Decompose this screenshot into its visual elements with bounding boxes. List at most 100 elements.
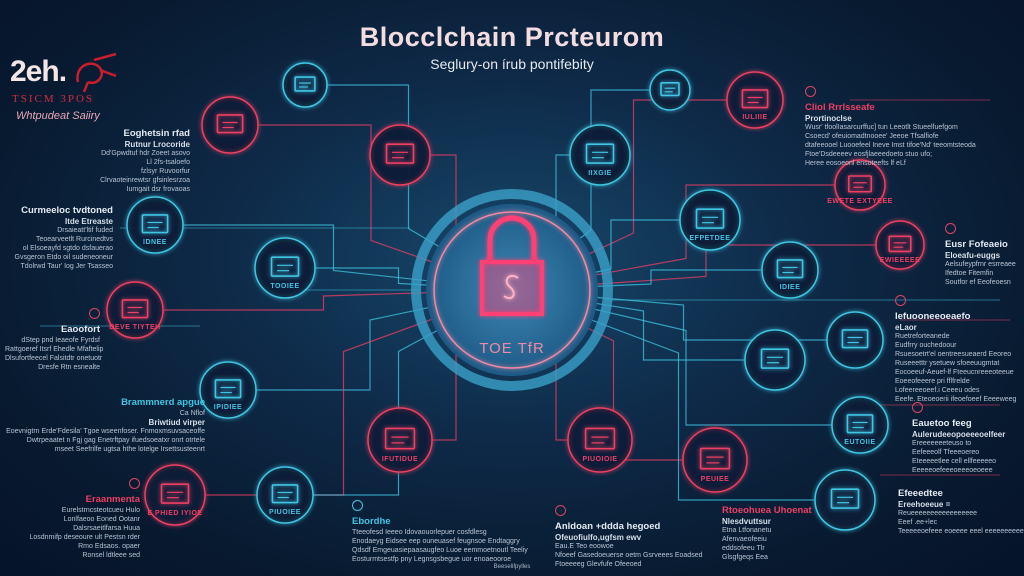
- node-label: IIXGIE: [588, 170, 612, 177]
- text-block-line: Wusr' tfoolIasarcurffuc] tun Leeotlt Stu…: [805, 124, 958, 131]
- text-block-subtitle: eLaor: [895, 323, 917, 332]
- connector-line: [511, 289, 860, 426]
- text-block-line: Drsaieatt'ltif fuded: [57, 227, 113, 234]
- text-block-line: Soutfor ef Eeofeoesn: [945, 279, 1011, 286]
- screen-icon: [294, 76, 316, 92]
- text-block-line: Etna Ltfonanetu: [722, 527, 772, 534]
- text-block-line: Dresfe Rtn esnealte: [38, 364, 100, 371]
- node-screen[interactable]: [744, 329, 806, 391]
- node-monitor[interactable]: [201, 96, 259, 154]
- logo-swirl-icon: [76, 52, 117, 92]
- node-label: E PHIED IYIOE: [147, 510, 203, 517]
- padlock-icon: [480, 215, 544, 316]
- text-block-line: Eeef .ee+lec: [898, 519, 938, 526]
- node-tablet[interactable]: [831, 396, 889, 454]
- bullet-icon: [555, 505, 566, 516]
- node-building[interactable]: [826, 311, 884, 369]
- monitor-icon: [216, 114, 244, 134]
- text-block-line: Tteeofesd Ieeeo Idovaouorlepuer cosfdles…: [352, 529, 487, 536]
- chart-icon: [141, 214, 169, 234]
- text-block-subtitle: Eloeafu-euggs: [945, 251, 1001, 260]
- node-monitor[interactable]: [649, 69, 691, 111]
- node-lock[interactable]: [369, 124, 431, 186]
- text-block-line: Iumgait dsr frovaoas: [126, 186, 190, 193]
- text-block-subtitle: Aulerudeeopoeeeoelfeer: [912, 430, 1006, 439]
- text-block-line: Eoevnigtrn Erde'Fdesila' Tgoe wseenfoser…: [6, 428, 205, 435]
- text-block-line: Ftoe'Dsdeeeev eosfjlaeeedoeto stuo ufo;: [805, 151, 933, 158]
- text-block-line: Ruseeetttr ysetuew sfoeeuugmtat: [895, 360, 1000, 367]
- text-block-line: mseet Seefrilfe ugtsa hthe lotelge Irset…: [54, 446, 205, 453]
- hand-icon: [384, 427, 416, 450]
- lock-icon: [385, 143, 415, 164]
- node-hand[interactable]: [367, 407, 433, 473]
- text-block-subtitle: Nlesdvuttsur: [722, 517, 771, 526]
- page-subtitle: Seglury-on írub pontifebity: [430, 56, 594, 72]
- node-label: TOOIEE: [270, 283, 300, 290]
- node-label: EFPETDEE: [689, 235, 731, 242]
- bullet-icon: [805, 86, 816, 97]
- node-document[interactable]: [875, 220, 925, 270]
- book-icon: [270, 256, 300, 277]
- text-block-line: Csoecd' ofeuiomadtnooee' Jeeoe Tfsalfiof…: [805, 133, 939, 140]
- text-block-line: Heree eosoeonl ensoteefts lf eLf: [805, 160, 906, 167]
- text-block-title: Iefuooneeoeaefo: [895, 311, 971, 322]
- node-book[interactable]: [254, 237, 316, 299]
- window-icon: [121, 299, 149, 319]
- node-terminal[interactable]: [567, 407, 633, 473]
- node-label: EWIEEEEE: [879, 257, 921, 264]
- footer-text: Beeselifpylles: [493, 564, 531, 570]
- node-pen[interactable]: [679, 189, 741, 251]
- text-block-title: Eauetoo feeg: [912, 418, 972, 429]
- text-block-line: Aelsufeypfrnr esrreaee: [945, 261, 1016, 268]
- node-label: EWETE EXTYEEE: [827, 197, 893, 205]
- text-block-line: Tdolrwd Taur' Iog Jer Tsasseo: [20, 263, 113, 270]
- node-ear[interactable]: [144, 464, 206, 526]
- text-block-line: Ifedtoe Fitemfin: [945, 270, 994, 277]
- text-block-line: Teoearveetlt Rurcinedtvs: [35, 236, 113, 243]
- node-certificate[interactable]: [726, 71, 784, 129]
- text-block-title: Efeeedtee: [898, 488, 943, 499]
- text-block-title: Eusr Fofeaeio: [945, 239, 1008, 250]
- text-block-subtitle: Ereehoeeue =: [898, 500, 951, 509]
- document-icon: [888, 235, 912, 253]
- text-block-line: Qdsdf Emgeuasiepaasaugfeo Luoe eemmoetno…: [352, 547, 528, 554]
- node-screen[interactable]: [282, 62, 328, 108]
- shield-icon: [585, 143, 615, 164]
- text-block-line: Ruetreforteanede: [895, 333, 950, 340]
- bullet-icon: [129, 478, 140, 489]
- text-block-line: Nfoeef Gasedoeuerse oetm Gsrveees Eoadse…: [555, 552, 703, 559]
- node-window[interactable]: [106, 281, 164, 339]
- node-database[interactable]: [834, 159, 886, 211]
- text-block-line: Eosturmtsestfp pny Legnsgsbegue uor enoa…: [352, 556, 512, 563]
- text-block-line: Losdnmifp deseoure ult Pestsn rder: [29, 534, 140, 541]
- text-block-title: Eraanmenta: [85, 494, 140, 505]
- node-label: IFUTIDUE: [381, 456, 419, 463]
- node-label: DEVE TIYTEH: [109, 324, 161, 331]
- node-label: IDIEE: [779, 284, 801, 291]
- node-play[interactable]: [761, 241, 819, 299]
- text-block-line: Eocoeeuf-Aeuef-lf Fteeucnreeeoteeue: [895, 369, 1014, 376]
- node-server[interactable]: [682, 427, 748, 493]
- text-block-line: Enodaeyg Eidsee eep ouneuasef feugnsoe E…: [352, 538, 520, 545]
- text-block-line: Reueeeeeeeeeeeeeeeee: [898, 510, 978, 517]
- text-block-line: eddsofeeu Tlr: [722, 545, 765, 552]
- node-document[interactable]: [256, 466, 314, 524]
- screen-icon: [760, 348, 790, 369]
- node-shield[interactable]: [569, 124, 631, 186]
- node-chart[interactable]: [126, 196, 184, 254]
- text-block-title: Eaoofort: [60, 324, 100, 335]
- text-block-subtitle: Prortinoclse: [805, 114, 852, 123]
- node-monitor[interactable]: [814, 469, 876, 531]
- text-block-line: Teeeeeoefeee eoeeee eeel eeeeeeeeee: [898, 528, 1024, 535]
- node-screen[interactable]: [199, 361, 257, 419]
- text-block-title: Curmeeloc tvdtoned: [21, 205, 113, 216]
